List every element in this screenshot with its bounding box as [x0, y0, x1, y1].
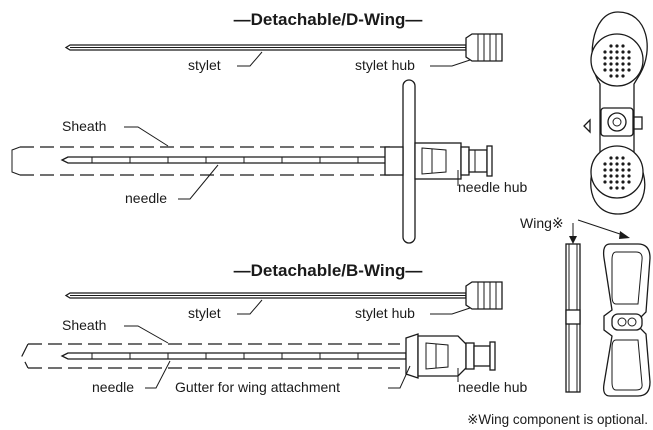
d-wing-stylet-hub — [465, 33, 503, 62]
d-wing-stylet-label: stylet — [188, 57, 221, 73]
b-wing-side-view — [565, 243, 581, 393]
b-wing-stylet — [64, 292, 467, 299]
b-wing-face-view — [602, 243, 651, 397]
b-wing-needle-hub — [405, 333, 496, 382]
b-wing-needle-hub-label: needle hub — [458, 379, 528, 395]
d-wing-stylet-hub-label: stylet hub — [355, 57, 415, 73]
d-wing-vertical-wing — [402, 79, 416, 244]
b-wing-needle-label: needle — [92, 379, 134, 395]
top-pad-dots — [603, 44, 631, 78]
d-wing-needle — [60, 156, 396, 164]
b-wing-gutter-label: Gutter for wing attachment — [175, 379, 340, 395]
bottom-pad-dots — [603, 156, 631, 190]
b-wing-stylet-hub-label: stylet hub — [355, 305, 415, 321]
b-wing-stylet-hub — [465, 281, 503, 310]
d-wing-needle-hub — [384, 142, 493, 186]
b-wing-sheath — [21, 343, 400, 369]
b-wing-needle — [60, 352, 407, 360]
b-wing-title: —Detachable/B-Wing— — [234, 261, 423, 280]
d-wing-stylet — [64, 44, 467, 51]
d-wing-needle-label: needle — [125, 190, 167, 206]
b-wing-sheath-label: Sheath — [62, 317, 106, 333]
d-wing-title: —Detachable/D-Wing— — [234, 10, 423, 29]
d-wing-sheath-label: Sheath — [62, 118, 106, 134]
d-wing-sheath — [11, 146, 390, 176]
wing-label: Wing※ — [520, 215, 564, 231]
b-wing-stylet-label: stylet — [188, 305, 221, 321]
d-wing-face-view — [583, 11, 648, 215]
d-wing-needle-hub-label: needle hub — [458, 179, 528, 195]
footnote: ※Wing component is optional. — [467, 412, 648, 427]
